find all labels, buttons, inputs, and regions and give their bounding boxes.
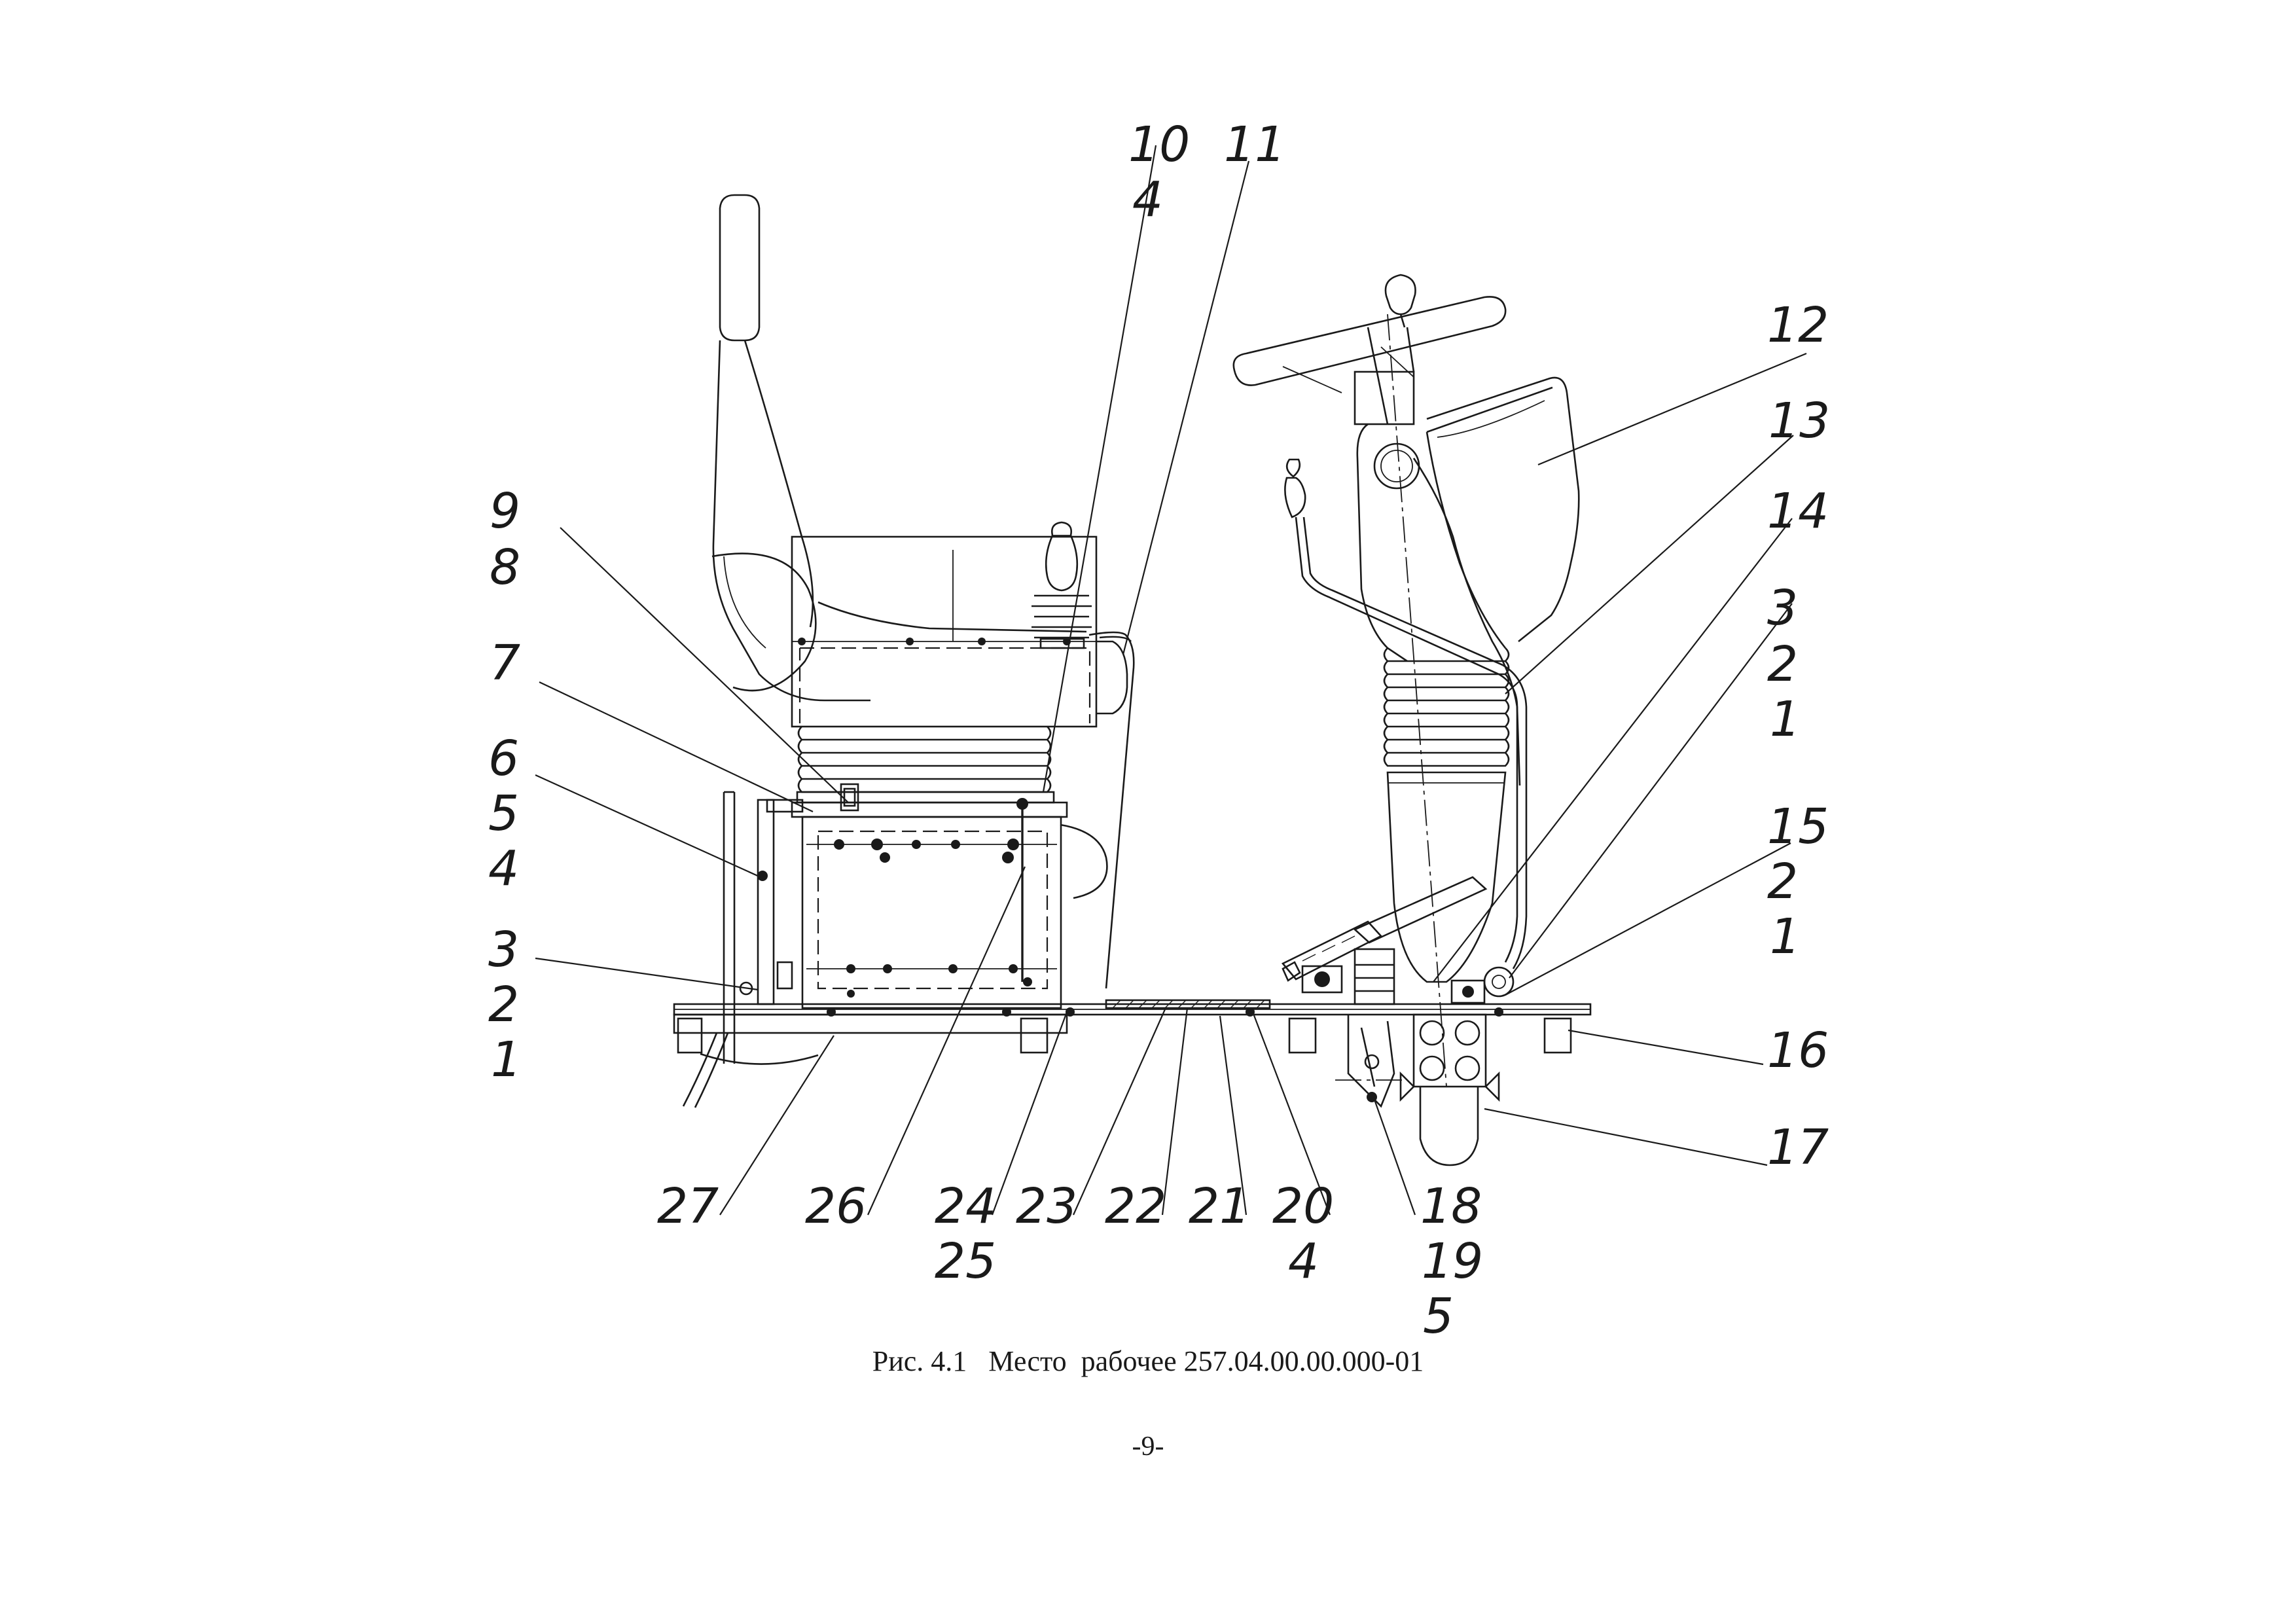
callout-label: 1 <box>491 1032 522 1088</box>
page-number: -9- <box>1132 1432 1164 1462</box>
callout-label: 3 <box>1767 580 1798 636</box>
callout-label: 22 <box>1105 1178 1166 1235</box>
base-platform <box>673 999 1592 1108</box>
column-bellows <box>1383 647 1510 767</box>
callout-label: 11 <box>1224 117 1285 173</box>
operator-seat <box>711 194 1128 1009</box>
callout-label: 2 <box>1767 636 1798 693</box>
callout-label: 4 <box>1132 171 1163 228</box>
callout-label: 12 <box>1767 297 1829 353</box>
callout-label: 5 <box>1423 1288 1454 1344</box>
figure-caption: Рис. 4.1 Место рабочее 257.04.00.00.000-… <box>872 1345 1424 1377</box>
steering-column <box>1232 274 1580 1087</box>
callout-label: 15 <box>1767 799 1829 855</box>
hydraulic-valve <box>1399 1013 1500 1166</box>
callout-label: 2 <box>1767 854 1798 910</box>
callout-label: 14 <box>1767 483 1829 539</box>
callout-label: 5 <box>488 785 519 842</box>
callout-label: 26 <box>805 1178 867 1235</box>
callout-label: 9 <box>490 483 520 539</box>
callout-label: 27 <box>657 1178 719 1235</box>
callout-label: 25 <box>935 1233 996 1290</box>
side-panel-post <box>723 791 804 1064</box>
callout-label: 16 <box>1767 1022 1829 1079</box>
callout-label: 2 <box>488 977 519 1033</box>
callout-label: 4 <box>1288 1233 1319 1290</box>
callout-label: 1 <box>1770 691 1801 748</box>
callout-label: 21 <box>1189 1178 1250 1235</box>
callout-label: 4 <box>488 840 519 897</box>
callout-label: 24 <box>935 1178 996 1235</box>
tread-plate <box>1105 999 1271 1009</box>
callout-label: 6 <box>488 731 519 787</box>
callout-label: 8 <box>490 539 520 596</box>
callout-label: 20 <box>1272 1178 1334 1235</box>
seat-suspension-bellows <box>796 726 1055 804</box>
seat-joystick <box>1031 521 1135 989</box>
callout-label: 3 <box>488 922 519 978</box>
callout-label: 19 <box>1422 1233 1483 1290</box>
pedal-assembly <box>1281 876 1515 1108</box>
callout-label: 1 <box>1770 909 1801 965</box>
leader-lines <box>535 145 1807 1216</box>
callout-label: 13 <box>1768 393 1830 449</box>
callout-label: 17 <box>1767 1119 1829 1176</box>
callout-label: 7 <box>490 635 520 691</box>
callout-label: 23 <box>1016 1178 1077 1235</box>
callout-label: 10 <box>1128 117 1190 173</box>
callout-labels: 10 4 11 12 13 14 3 2 1 15 2 1 16 17 9 8 … <box>488 117 1830 1344</box>
callout-label: 18 <box>1420 1178 1482 1235</box>
